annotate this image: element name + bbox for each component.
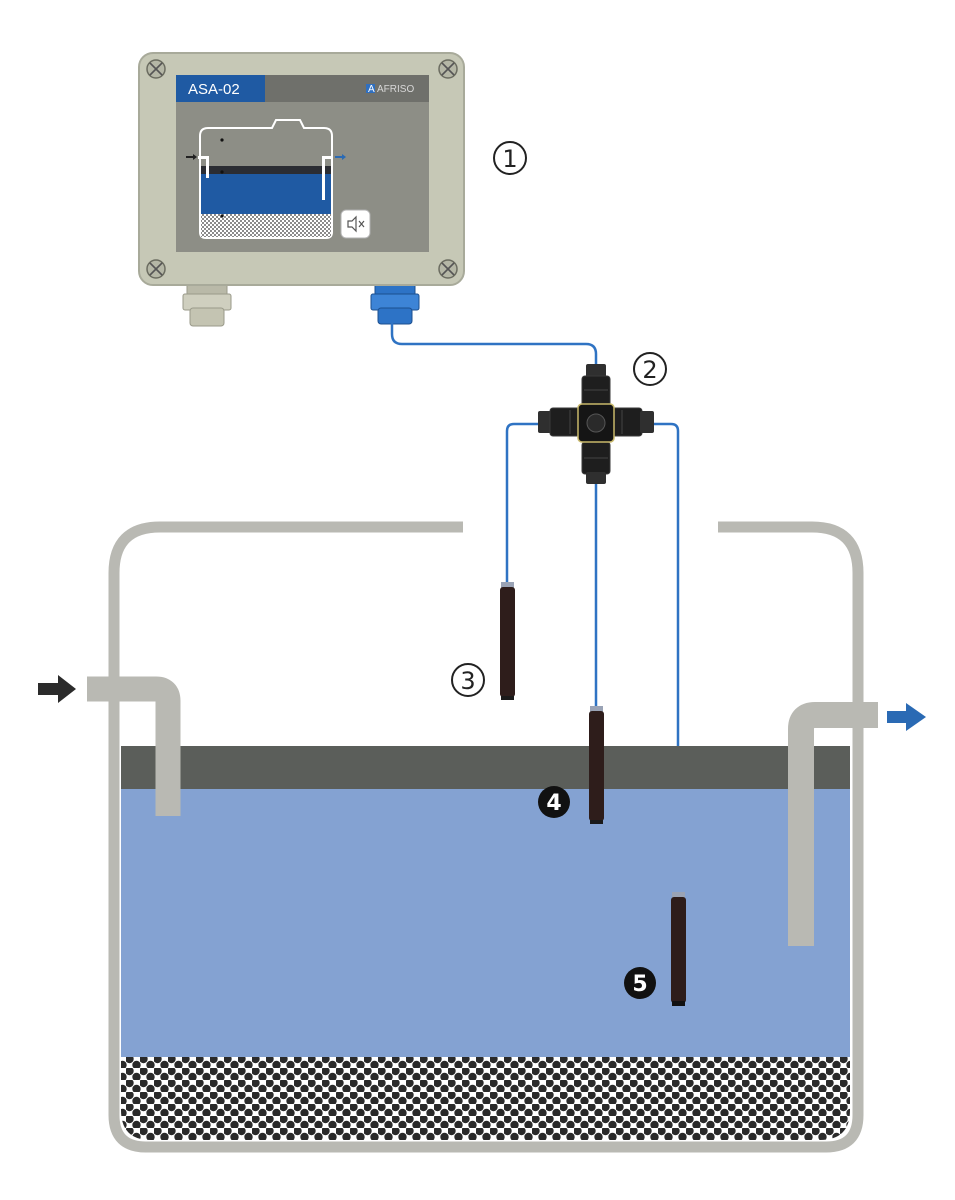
arrow-right-icon bbox=[38, 675, 76, 703]
tank-pictogram bbox=[186, 119, 346, 239]
model-label: ASA-02 bbox=[188, 81, 240, 98]
left-cable-gland bbox=[182, 281, 232, 327]
outlet-pipe bbox=[788, 702, 878, 946]
callout-control-unit: 1 bbox=[493, 141, 527, 175]
callout-probe-upper: 3 bbox=[451, 663, 485, 697]
tank-wall bbox=[108, 521, 864, 1153]
svg-text:1: 1 bbox=[502, 145, 517, 173]
arrow-right-icon bbox=[887, 703, 926, 731]
probe-middle bbox=[589, 706, 604, 824]
main-cable bbox=[390, 322, 598, 366]
brand-mark: A bbox=[368, 84, 375, 95]
water-layer bbox=[121, 789, 850, 1057]
brand-name: AFRISO bbox=[377, 84, 414, 95]
probe-upper bbox=[500, 582, 515, 700]
brand-logo bbox=[366, 84, 375, 93]
cable-probe-3 bbox=[505, 422, 540, 584]
callout-probe-middle: 4 bbox=[538, 786, 570, 818]
callout-junction-connector: 2 bbox=[633, 352, 667, 386]
svg-text:2: 2 bbox=[642, 356, 657, 384]
screw-icon bbox=[438, 59, 458, 79]
junction-connector bbox=[538, 364, 654, 484]
svg-text:3: 3 bbox=[460, 667, 475, 695]
screw-icon bbox=[146, 59, 166, 79]
right-cable-gland bbox=[370, 281, 420, 325]
oil-layer bbox=[121, 746, 850, 789]
cable-probe-5 bbox=[652, 422, 680, 894]
separator-tank bbox=[108, 521, 864, 1153]
svg-text:4: 4 bbox=[546, 791, 561, 816]
speaker-muted-icon bbox=[347, 215, 365, 233]
callout-probe-lower: 5 bbox=[624, 967, 656, 999]
inlet-pipe bbox=[87, 676, 181, 816]
mute-button[interactable] bbox=[340, 209, 371, 239]
screw-icon bbox=[146, 259, 166, 279]
probe-lower bbox=[671, 892, 686, 1006]
sensor-cables bbox=[390, 322, 680, 894]
screw-icon bbox=[438, 259, 458, 279]
svg-text:5: 5 bbox=[632, 972, 647, 997]
sediment-layer bbox=[121, 1057, 850, 1140]
control-unit: ASA-02 A AFRISO bbox=[138, 52, 465, 327]
